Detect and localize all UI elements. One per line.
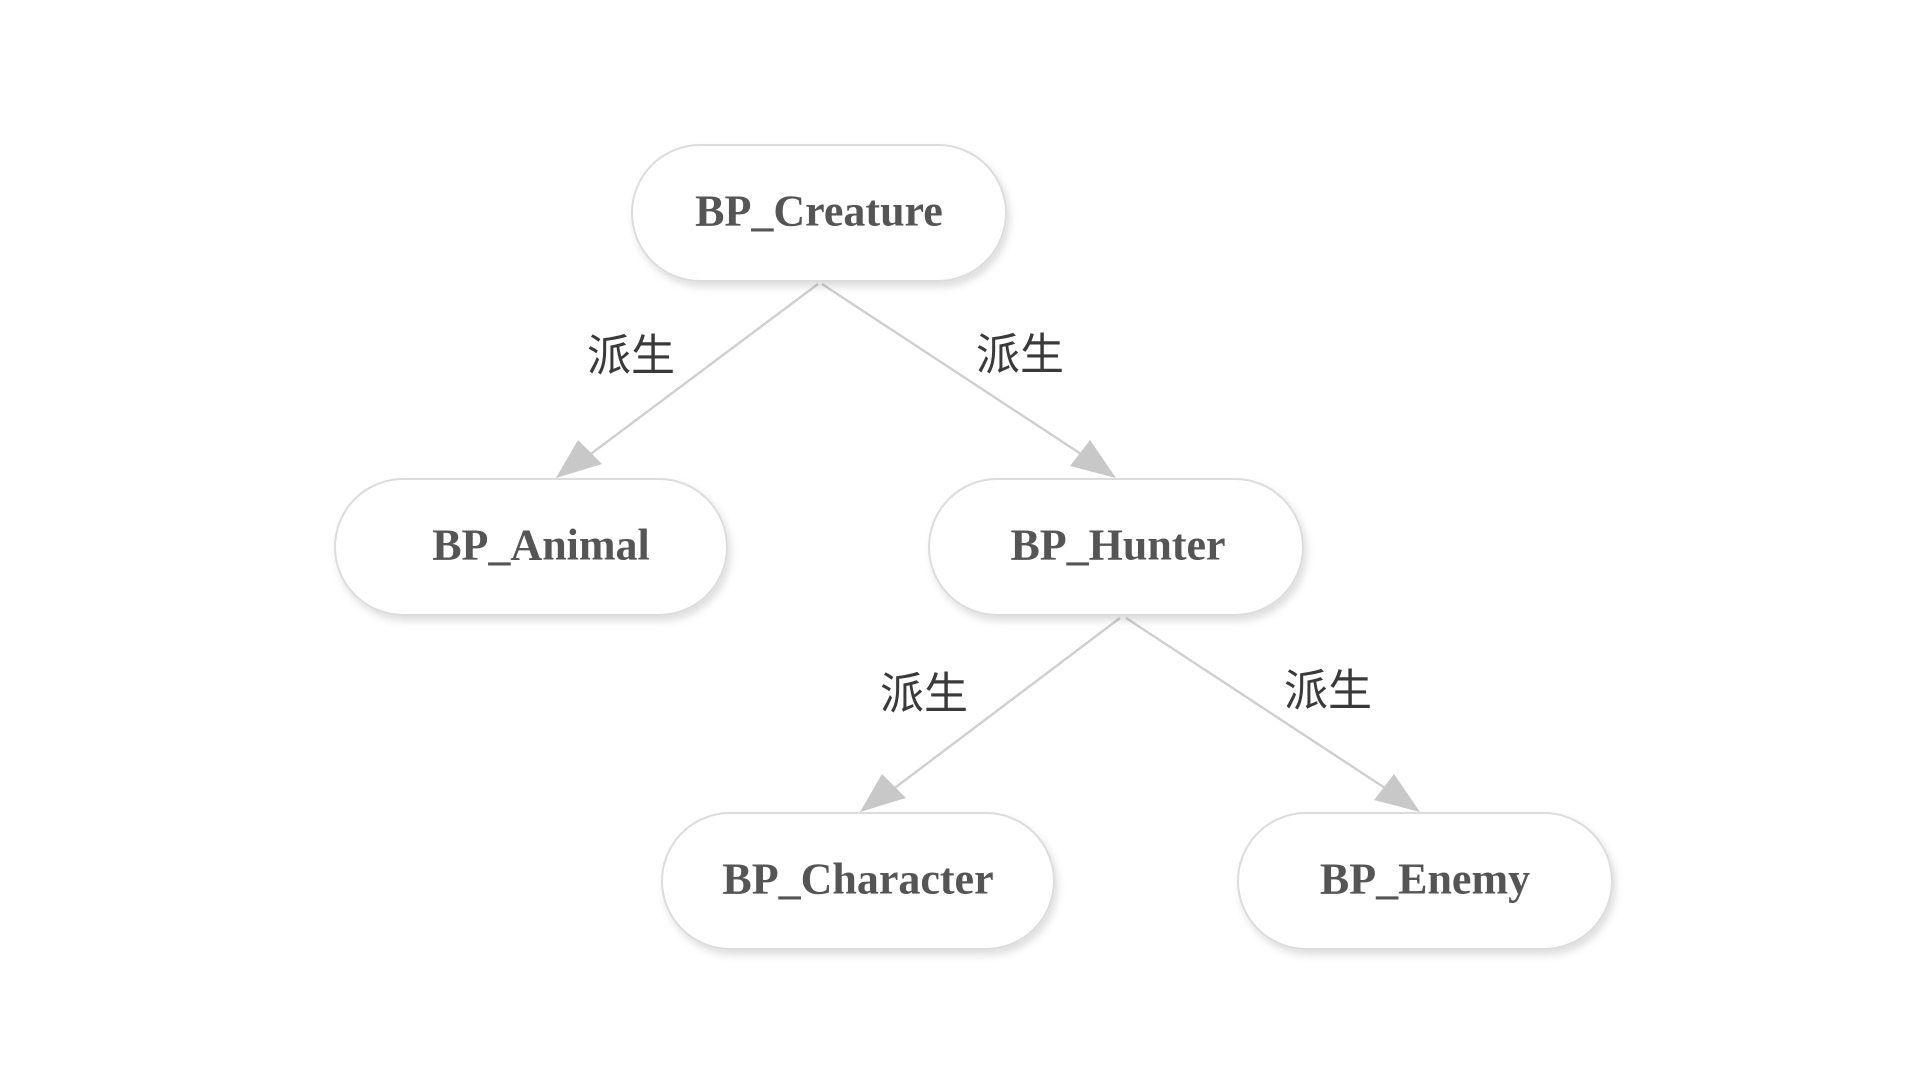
node-label: BP_Hunter bbox=[1010, 521, 1225, 570]
node-shape bbox=[1237, 812, 1613, 950]
edge-label: 派生 bbox=[976, 330, 1064, 381]
arrow-head-icon bbox=[1070, 440, 1116, 478]
arrow-head-icon bbox=[556, 440, 602, 478]
edge-label: 派生 bbox=[587, 331, 675, 382]
node-label: BP_Character bbox=[722, 855, 993, 904]
edge-line bbox=[587, 283, 819, 457]
edge-creature-hunter: 派生 bbox=[821, 282, 1116, 478]
node-label: BP_Enemy bbox=[1320, 855, 1530, 904]
node-shape bbox=[631, 144, 1007, 282]
node-bp-creature[interactable]: BP_Creature bbox=[631, 144, 1007, 282]
edge-label: 派生 bbox=[880, 669, 968, 720]
node-label: BP_Animal bbox=[432, 521, 650, 570]
node-bp-enemy[interactable]: BP_Enemy bbox=[1237, 812, 1613, 950]
arrow-head-icon bbox=[1374, 774, 1420, 812]
node-shape bbox=[928, 478, 1304, 616]
edge-creature-animal: 派生 bbox=[556, 283, 819, 478]
arrow-head-icon bbox=[860, 774, 906, 812]
edge-hunter-enemy: 派生 bbox=[1125, 616, 1420, 812]
edge-hunter-character: 派生 bbox=[860, 617, 1121, 812]
node-shape bbox=[661, 812, 1055, 950]
edge-line bbox=[891, 617, 1121, 791]
edge-label: 派生 bbox=[1284, 666, 1372, 717]
node-bp-character[interactable]: BP_Character bbox=[661, 812, 1055, 950]
edge-line bbox=[1125, 616, 1389, 792]
node-label: BP_Creature bbox=[695, 187, 943, 236]
node-bp-animal[interactable]: BP_Animal bbox=[334, 478, 728, 616]
node-bp-hunter[interactable]: BP_Hunter bbox=[928, 478, 1304, 616]
node-shape bbox=[334, 478, 728, 616]
edge-line bbox=[821, 282, 1085, 458]
